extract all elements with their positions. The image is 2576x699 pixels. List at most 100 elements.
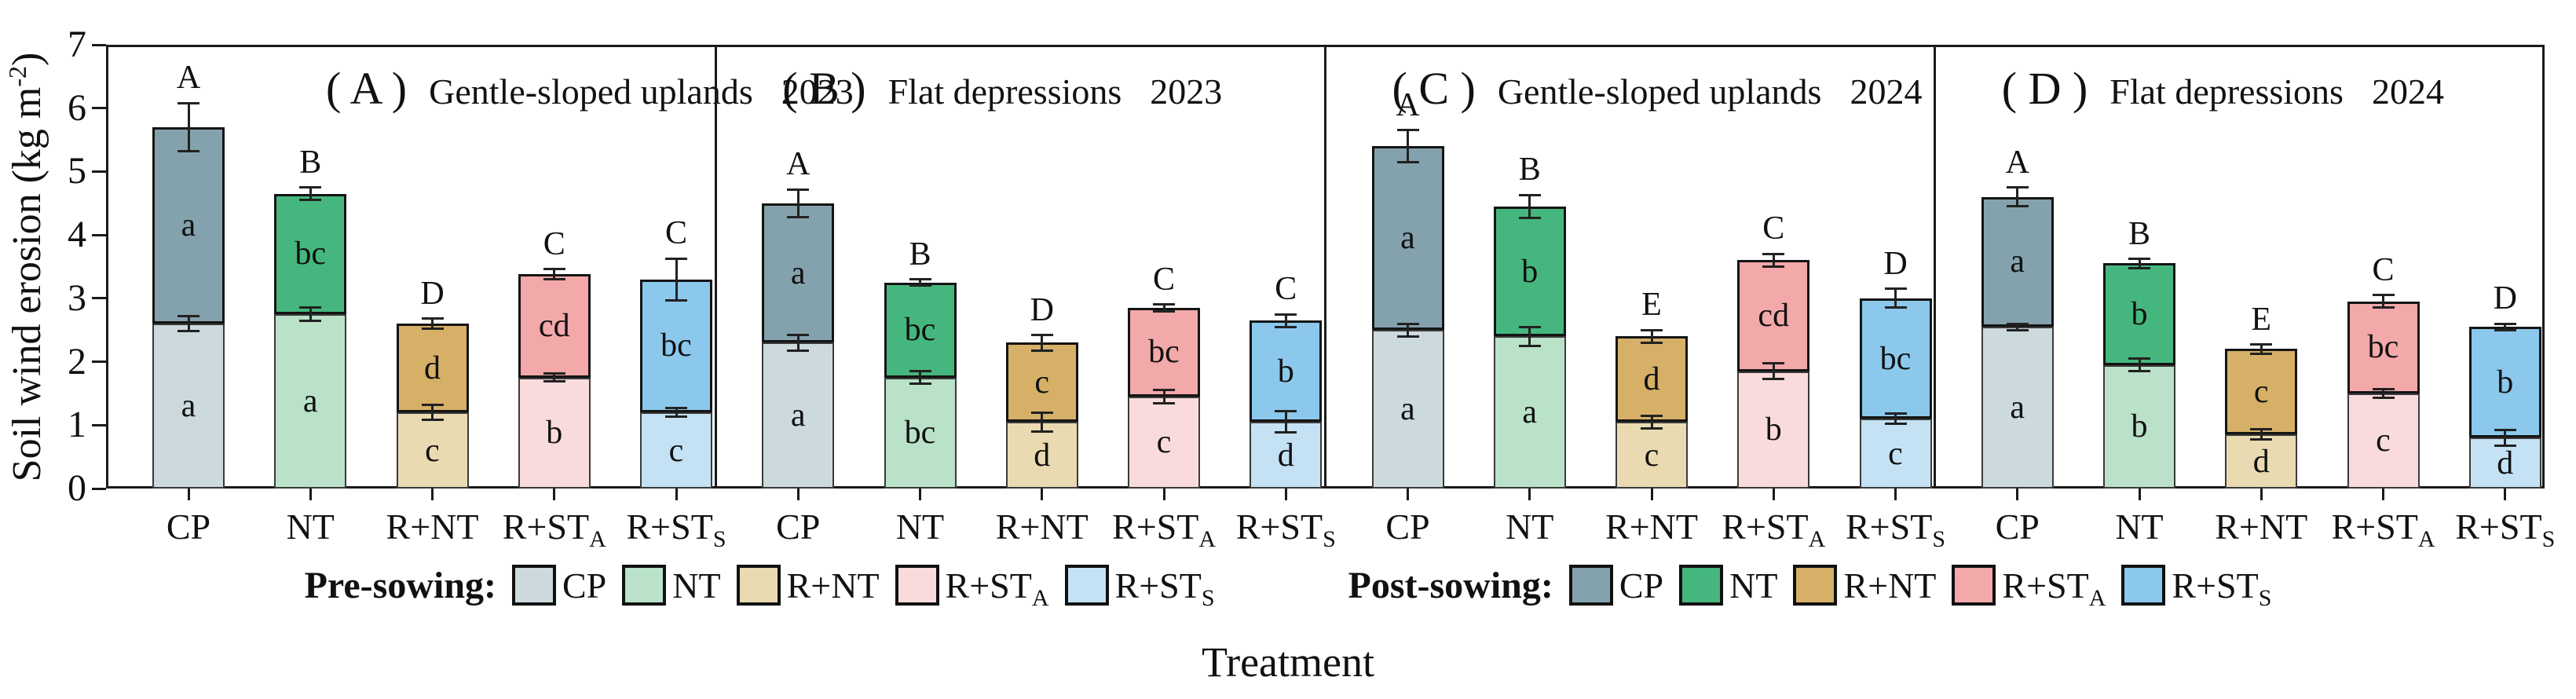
total-error-bar xyxy=(1284,314,1287,328)
total-error-bar xyxy=(1772,254,1775,267)
pre-error-bar xyxy=(1041,412,1044,432)
pre-error-bar-cap xyxy=(1030,430,1053,433)
sig-letter-pre: c xyxy=(425,432,440,469)
pre-error-bar-cap xyxy=(299,306,322,309)
panel-name: Gentle-sloped uplands xyxy=(1497,71,1822,112)
total-error-bar xyxy=(1528,195,1531,218)
total-error-bar xyxy=(1407,130,1409,163)
y-tick-label: 0 xyxy=(68,467,86,509)
sig-letter-total: B xyxy=(299,144,322,181)
sig-letter-total: A xyxy=(176,60,201,97)
legend-item-text-subscript: A xyxy=(2088,584,2106,611)
pre-error-bar-cap xyxy=(2494,444,2516,447)
total-error-bar-cap xyxy=(421,328,444,331)
pre-error-bar-cap xyxy=(2250,428,2273,431)
legend-item-text: CP xyxy=(1619,565,1664,606)
x-category-text: R+STA xyxy=(1112,507,1216,553)
total-error-bar-cap xyxy=(1153,309,1175,313)
x-category-label: CP xyxy=(1996,509,2040,545)
total-error-bar-cap xyxy=(299,199,322,202)
legend-item-text: NT xyxy=(1729,565,1778,606)
pre-error-bar-cap xyxy=(909,382,931,386)
sig-letter-pre: d xyxy=(1277,437,1294,474)
legend-item-label: CP xyxy=(562,565,606,606)
legend-item-label: NT xyxy=(672,565,720,606)
legend-item-label: CP xyxy=(1619,565,1663,606)
total-error-bar xyxy=(2259,344,2263,354)
total-error-bar xyxy=(431,318,434,329)
pre-error-bar xyxy=(553,373,556,382)
x-category-text: CP xyxy=(1995,507,2040,547)
x-category-text: R+NT xyxy=(2215,507,2308,547)
pre-error-bar-cap xyxy=(2006,328,2029,331)
x-category-label: NT xyxy=(896,509,944,545)
sig-letter-pre: d xyxy=(2252,443,2270,480)
legend-item-text: R+STA xyxy=(945,565,1049,611)
pre-error-bar xyxy=(1894,413,1897,424)
pre-error-bar xyxy=(187,316,190,331)
legend-pre-sowing-label: Pre-sowing: xyxy=(304,564,496,606)
total-error-bar-cap xyxy=(299,186,322,189)
panel-divider xyxy=(1934,45,1937,489)
total-error-bar xyxy=(2504,324,2507,331)
sig-letter-pre: c xyxy=(1156,424,1172,461)
pre-error-bar-cap xyxy=(787,349,810,352)
x-category-label: R+NT xyxy=(2215,509,2307,545)
x-axis-title: Treatment xyxy=(1202,639,1374,686)
legend-swatch xyxy=(1679,565,1724,606)
x-category-text-subscript: S xyxy=(2541,526,2556,553)
y-tick-label: 4 xyxy=(68,214,86,256)
pre-error-bar-cap xyxy=(665,406,687,409)
x-category-text-subscript: A xyxy=(1198,526,1216,553)
pre-error-bar-cap xyxy=(421,403,444,406)
x-tick-mark xyxy=(1650,489,1653,500)
legend-item-text-subscript: S xyxy=(1201,584,1215,611)
sig-letter-pre: c xyxy=(2376,423,2391,459)
sig-letter-post: bc xyxy=(1148,334,1180,371)
sig-letter-pre: c xyxy=(668,432,684,469)
total-error-bar-cap xyxy=(665,257,687,260)
total-error-bar-cap xyxy=(787,188,810,191)
pre-error-bar-cap xyxy=(1153,389,1175,392)
bar-post-segment xyxy=(1981,196,2054,328)
sig-letter-total: D xyxy=(2493,280,2517,317)
total-error-bar-cap xyxy=(2250,343,2273,346)
pre-error-bar-cap xyxy=(1518,344,1541,347)
total-error-bar-cap xyxy=(2494,322,2516,325)
sig-letter-pre: b xyxy=(546,415,563,452)
legend-item-text: CP xyxy=(562,565,607,606)
total-error-bar-cap xyxy=(1884,287,1907,291)
y-tick-label: 6 xyxy=(68,86,86,129)
total-error-bar-cap xyxy=(1762,252,1785,255)
sig-letter-post: a xyxy=(790,254,806,291)
bar-pre-segment xyxy=(640,412,712,489)
bar-pre-segment xyxy=(1737,371,1810,489)
legend-swatch xyxy=(512,565,556,606)
sig-letter-pre: a xyxy=(2010,390,2025,426)
total-error-bar-cap xyxy=(543,268,565,271)
bar-post-segment xyxy=(762,203,835,343)
pre-error-bar xyxy=(1772,363,1775,379)
x-category-text-subscript: A xyxy=(589,526,606,553)
total-error-bar xyxy=(2016,187,2019,207)
pre-error-bar xyxy=(431,404,434,420)
bar-pre-segment xyxy=(274,314,347,489)
sig-letter-pre: a xyxy=(1400,391,1415,428)
total-error-bar-cap xyxy=(2006,205,2029,208)
x-category-text: NT xyxy=(895,507,945,547)
sig-letter-total: B xyxy=(2128,215,2151,252)
pre-error-bar xyxy=(2016,324,2019,331)
x-tick-mark xyxy=(675,489,678,500)
pre-error-bar xyxy=(2504,430,2507,446)
legend-swatch xyxy=(1064,565,1109,606)
x-category-text: R+STA xyxy=(1722,507,1826,553)
total-error-bar-cap xyxy=(1518,216,1541,219)
x-category-text: NT xyxy=(1506,507,1554,547)
panel-year: 2023 xyxy=(781,71,854,112)
sig-letter-post: cd xyxy=(538,307,570,344)
pre-error-bar-cap xyxy=(1884,423,1907,426)
sig-letter-post: d xyxy=(1643,360,1660,397)
x-category-text: R+STS xyxy=(1235,507,1336,553)
